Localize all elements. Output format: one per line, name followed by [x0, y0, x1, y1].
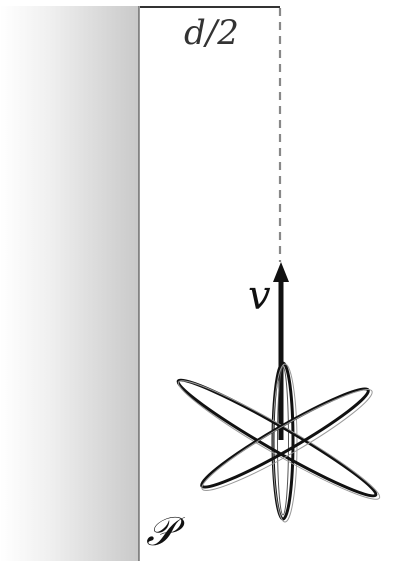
- velocity-arrowhead: [273, 262, 289, 282]
- plane-label: 𝒫: [146, 509, 175, 555]
- velocity-label: v: [248, 273, 271, 319]
- rotor-loop-vertical-shadow: [272, 363, 298, 523]
- rotor-loop-tilted-a-shadow: [177, 380, 381, 500]
- rotor-loop-tilted-a: [176, 378, 378, 498]
- distance-label: d/2: [184, 13, 239, 53]
- rotor-loop-vertical-inner: [277, 366, 289, 516]
- rotor-loop-tilted-b-shadow: [201, 389, 373, 491]
- rotor-swimmer: [176, 361, 381, 523]
- wall-plane: [0, 6, 139, 561]
